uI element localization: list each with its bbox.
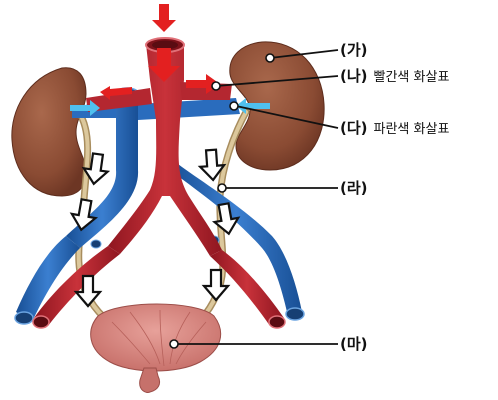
label-da-mark: (다)	[340, 119, 368, 137]
left-kidney	[11, 67, 87, 197]
leader-lines	[174, 49, 339, 345]
bladder-ma	[90, 303, 222, 393]
label-da: (다) 파란색 화살표	[340, 119, 449, 139]
label-na: (나) 빨간색 화살표	[340, 67, 449, 87]
label-ga: (가)	[340, 41, 368, 59]
leader-dots	[169, 53, 275, 349]
blue-arrow-da	[70, 98, 270, 116]
right-kidney-ga	[229, 41, 325, 171]
label-na-mark: (나)	[340, 67, 368, 85]
label-na-caption: 빨간색 화살표	[373, 70, 450, 85]
label-ra: (라)	[340, 179, 368, 197]
label-ma: (마)	[340, 335, 368, 353]
label-ra-mark: (라)	[340, 179, 368, 197]
label-ga-mark: (가)	[340, 41, 368, 59]
label-ma-mark: (마)	[340, 335, 368, 353]
label-da-caption: 파란색 화살표	[373, 122, 450, 137]
red-arrow-na	[100, 4, 220, 100]
urine-flow-arrows	[69, 148, 241, 308]
